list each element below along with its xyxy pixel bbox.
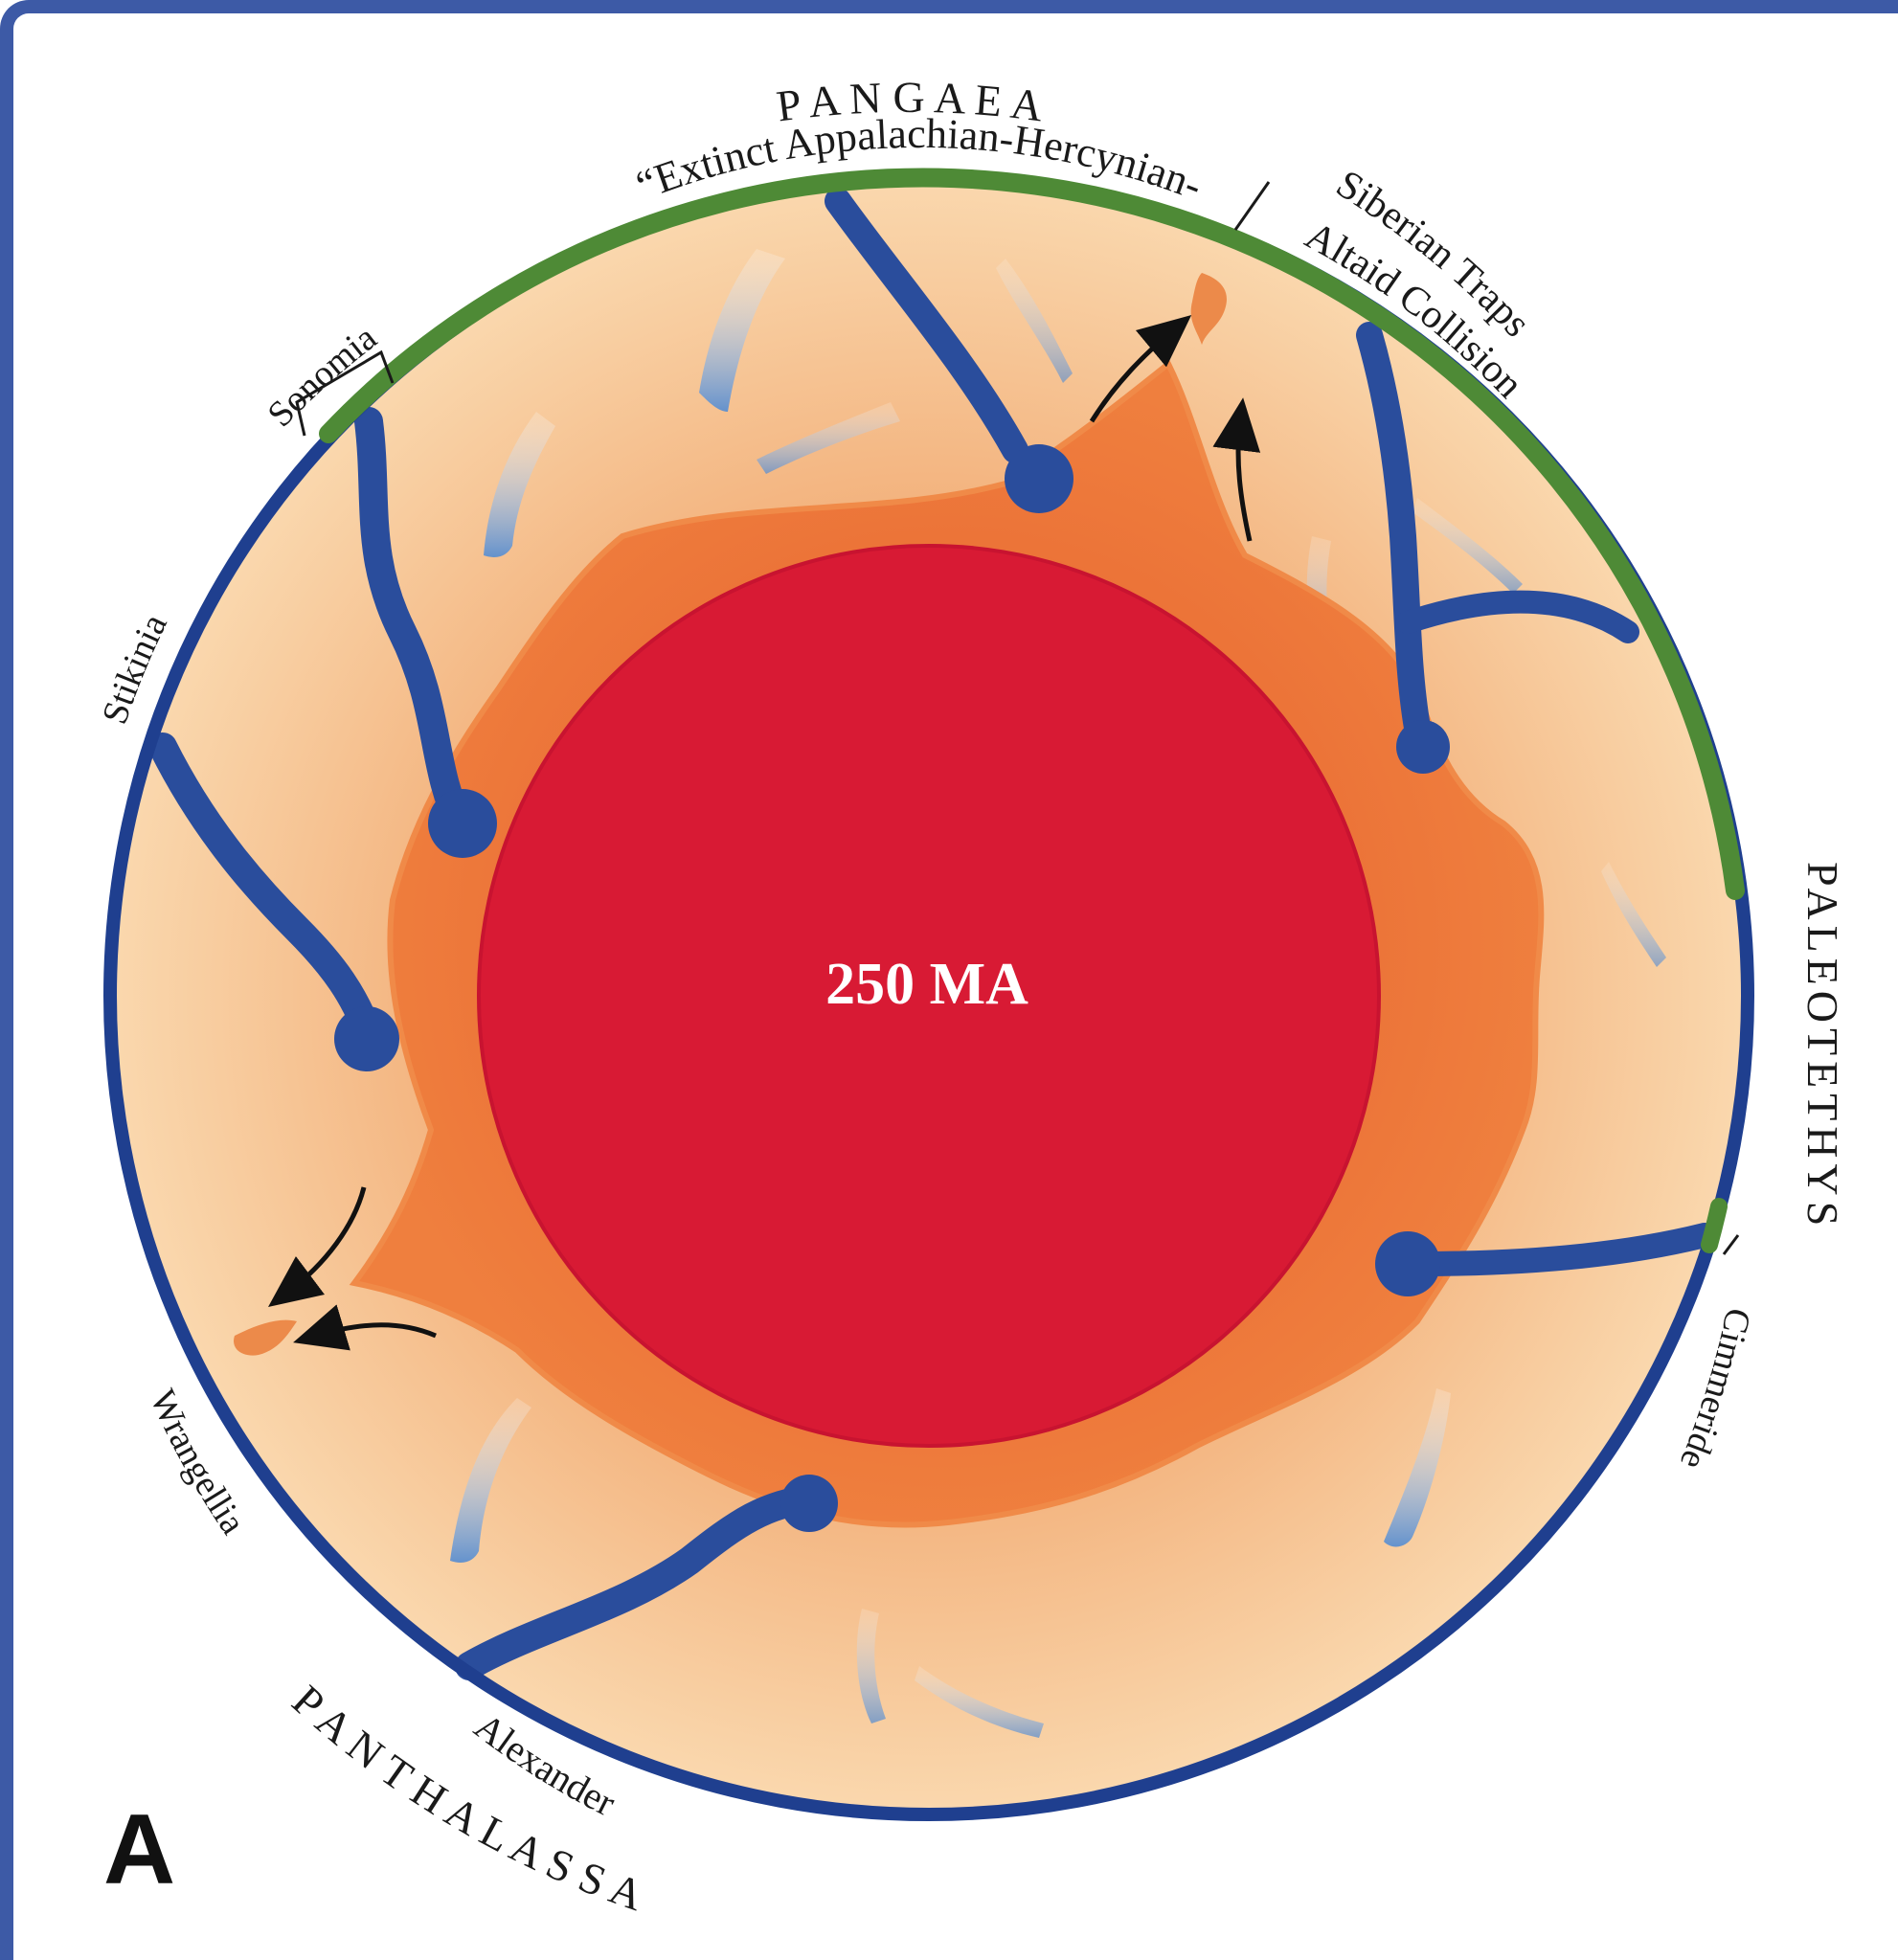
label-paleotethys: PALEOTETHYS xyxy=(1798,862,1847,1231)
panel-letter: A xyxy=(103,1800,175,1900)
cimmeride-continent xyxy=(1709,1206,1719,1245)
label-cimmeride: Cimmeride xyxy=(1672,1305,1758,1476)
age-label: 250 MA xyxy=(825,952,1028,1017)
